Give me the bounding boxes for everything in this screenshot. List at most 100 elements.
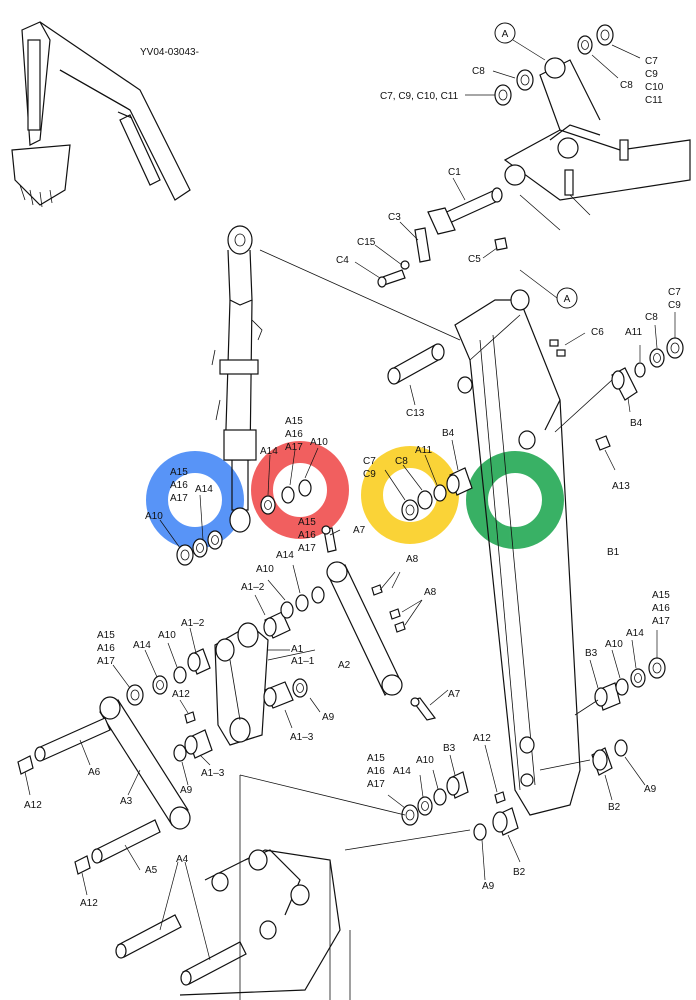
label-a10-mid: A10 — [310, 437, 328, 448]
watermark-c1 — [146, 451, 244, 549]
label-a14-lower: A14 — [393, 766, 411, 777]
label-b2-lower: B2 — [513, 867, 526, 878]
label-b4-mid: B4 — [442, 428, 455, 439]
label-a9-center: A9 — [322, 712, 335, 723]
label-a11-mid: A11 — [415, 445, 432, 456]
label-a10-lower: A10 — [416, 755, 434, 766]
label-c7-right: C7 — [668, 287, 681, 298]
label-a12-lower: A12 — [473, 733, 491, 744]
label-c8-right: C8 — [645, 312, 658, 323]
label-c8-top-right: C8 — [620, 80, 633, 91]
label-a16-farleft: A16 — [97, 643, 115, 654]
pin-c13 — [259, 249, 461, 406]
label-c8-mid: C8 — [395, 456, 408, 467]
label-b1: B1 — [607, 547, 620, 558]
label-c6: C6 — [591, 327, 604, 338]
boom-cylinder — [211, 225, 263, 533]
label-c15: C15 — [357, 237, 376, 248]
label-a10-farleft: A10 — [158, 630, 176, 641]
label-a16-left: A16 — [170, 480, 188, 491]
watermark-s — [361, 446, 459, 544]
boom-b1 — [454, 289, 581, 816]
label-c4: C4 — [336, 255, 349, 266]
label-a15-right: A15 — [652, 590, 670, 601]
label-a7-top: A7 — [353, 525, 366, 536]
label-a16-pin: A16 — [298, 530, 316, 541]
label-b3-lower: B3 — [443, 743, 456, 754]
bolts-c6 — [549, 332, 586, 357]
watermark-c2 — [466, 451, 564, 549]
label-a14-center: A14 — [276, 550, 294, 561]
label-a3: A3 — [120, 796, 133, 807]
label-a2: A2 — [338, 660, 351, 671]
label-a1-2-left: A1–2 — [181, 618, 205, 629]
label-a17-right: A17 — [652, 616, 670, 627]
bushings-lower-mid — [239, 744, 521, 881]
label-a4: A4 — [176, 854, 189, 865]
label-a17-pin: A17 — [298, 543, 316, 554]
bushings-right-upper — [554, 312, 684, 471]
label-c10-top-right: C10 — [645, 82, 664, 93]
label-a14-mid: A14 — [260, 446, 278, 457]
label-c1: C1 — [448, 167, 461, 178]
label-a1-3-center: A1–3 — [290, 732, 314, 743]
bracket-a1 — [214, 564, 325, 746]
washers-top — [465, 24, 641, 106]
label-c9-right: C9 — [668, 300, 681, 311]
callout-a-top: A — [494, 22, 546, 61]
label-a9-left: A9 — [180, 785, 193, 796]
label-a11-right: A11 — [625, 327, 642, 338]
label-a15-pin: A15 — [298, 517, 316, 528]
label-c11-top-right: C11 — [645, 95, 663, 106]
label-a15-lower: A15 — [367, 753, 385, 764]
label-a1-3-left: A1–3 — [201, 768, 225, 779]
label-c8-top-left: C8 — [472, 66, 485, 77]
label-a10-left: A10 — [145, 511, 163, 522]
label-a17-mid: A17 — [285, 442, 303, 453]
upper-arm — [503, 57, 691, 231]
pin-c1-group — [354, 177, 508, 288]
label-a12-bottom: A12 — [80, 898, 98, 909]
label-c7-mid: C7 — [363, 456, 376, 467]
callout-a-boom: A — [519, 269, 578, 309]
label-a14-left: A14 — [195, 484, 213, 495]
label-c9-top-right: C9 — [645, 69, 658, 80]
label-a6: A6 — [88, 767, 101, 778]
washers-left-cyl — [159, 447, 319, 566]
label-a17-lower: A17 — [367, 779, 385, 790]
label-a8-lower: A8 — [424, 587, 437, 598]
label-a14-right: A14 — [626, 628, 644, 639]
label-a1: A1 — [291, 644, 304, 655]
link-a3 — [17, 696, 191, 896]
label-a15-mid: A15 — [285, 416, 303, 427]
label-a9-lower: A9 — [482, 881, 495, 892]
label-a10-right: A10 — [605, 639, 623, 650]
label-a10-center: A10 — [256, 564, 274, 575]
label-a17-left: A17 — [170, 493, 188, 504]
label-c3: C3 — [388, 212, 401, 223]
label-a1-2-center: A1–2 — [241, 582, 265, 593]
label-b2-right: B2 — [608, 802, 621, 813]
link-a2 — [326, 561, 449, 721]
label-a14-farleft: A14 — [133, 640, 151, 651]
label-a5: A5 — [145, 865, 158, 876]
label-a8-upper: A8 — [406, 554, 419, 565]
label-b4-right: B4 — [630, 418, 643, 429]
label-a17-farleft: A17 — [97, 656, 115, 667]
callout-a-boom-text: A — [564, 294, 571, 305]
label-a16-right: A16 — [652, 603, 670, 614]
label-a9-right: A9 — [644, 784, 657, 795]
label-a12-left: A12 — [24, 800, 42, 811]
washers-left-bracket — [112, 627, 213, 786]
watermark — [146, 441, 564, 549]
bucket — [115, 775, 351, 1000]
label-a16-mid: A16 — [285, 429, 303, 440]
label-c9-mid: C9 — [363, 469, 376, 480]
label-a16-lower: A16 — [367, 766, 385, 777]
label-a13: A13 — [612, 481, 630, 492]
bushings-mid — [384, 439, 473, 521]
label-c7c9c10c11-top: C7, C9, C10, C11 — [380, 91, 459, 102]
